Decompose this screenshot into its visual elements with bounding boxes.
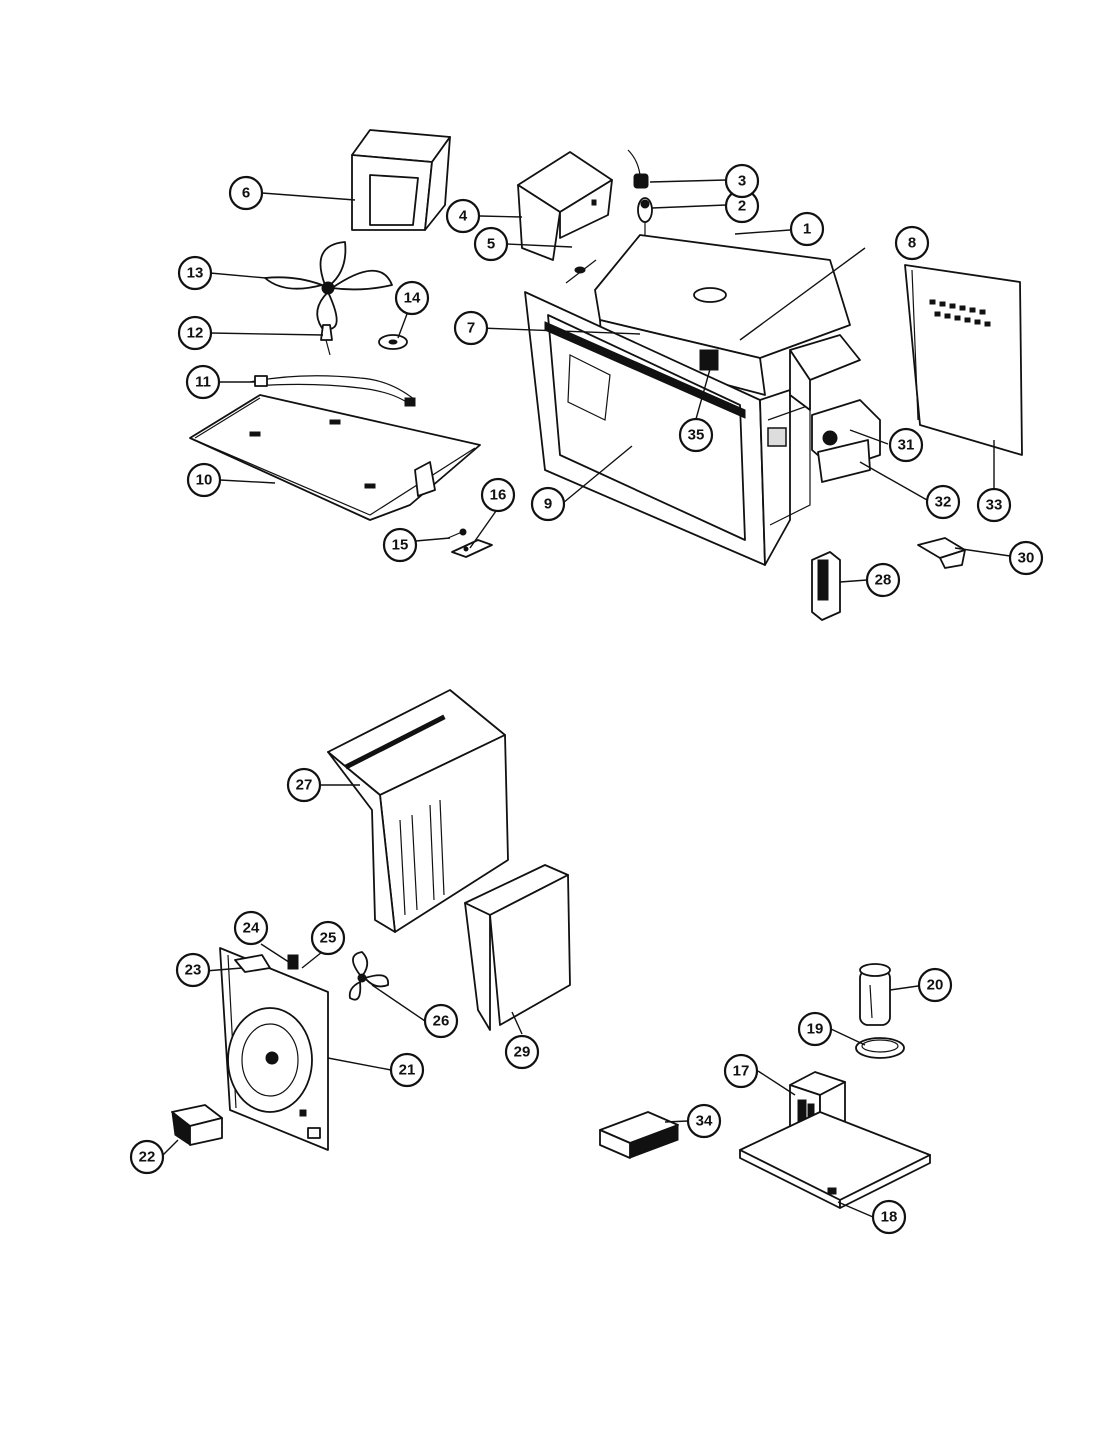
svg-text:3: 3: [738, 173, 746, 190]
part-33-side-panel: [904, 264, 1023, 456]
callout-35: 35: [678, 417, 714, 453]
part-27-back-panel: [327, 689, 509, 933]
callout-17: 17: [723, 1053, 759, 1089]
svg-text:11: 11: [195, 374, 211, 391]
callout-33: 33: [976, 487, 1012, 523]
svg-text:10: 10: [196, 472, 213, 489]
svg-text:4: 4: [459, 208, 468, 225]
main-cavity-assembly: [524, 234, 881, 566]
callout-32: 32: [925, 484, 961, 520]
svg-text:24: 24: [243, 920, 260, 937]
callout-26: 26: [423, 1003, 459, 1039]
svg-text:12: 12: [187, 325, 204, 342]
svg-text:17: 17: [733, 1063, 750, 1080]
callout-6: 6: [228, 175, 264, 211]
callout-1: 1: [789, 211, 825, 247]
callout-25: 25: [310, 920, 346, 956]
callout-19: 19: [797, 1011, 833, 1047]
svg-text:1: 1: [803, 221, 811, 238]
svg-text:2: 2: [738, 198, 746, 215]
svg-text:9: 9: [544, 496, 552, 513]
callout-5: 5: [473, 226, 509, 262]
svg-text:34: 34: [696, 1113, 713, 1130]
svg-text:26: 26: [433, 1013, 450, 1030]
leader-lines: [162, 179, 1011, 1218]
part-18-base: [739, 1111, 931, 1209]
callout-18: 18: [871, 1199, 907, 1235]
callout-23: 23: [175, 952, 211, 988]
callout-30: 30: [1008, 540, 1044, 576]
svg-text:20: 20: [927, 977, 944, 994]
part-5-clip: [565, 259, 597, 284]
svg-text:33: 33: [986, 497, 1003, 514]
part-drawings: [171, 129, 1023, 1209]
svg-text:35: 35: [688, 427, 705, 444]
svg-text:31: 31: [898, 437, 915, 454]
svg-text:29: 29: [514, 1044, 531, 1061]
callout-14: 14: [394, 280, 430, 316]
part-11-harness: [249, 375, 416, 407]
callout-16: 16: [480, 477, 516, 513]
part-34-module: [599, 1111, 679, 1159]
part-29-duct: [464, 864, 571, 1031]
callout-28: 28: [865, 562, 901, 598]
svg-text:32: 32: [935, 494, 952, 511]
callout-11: 11: [185, 364, 221, 400]
svg-text:27: 27: [296, 777, 313, 794]
part-16-bracket: [451, 539, 493, 558]
part-28-switch: [811, 551, 841, 621]
callout-29: 29: [504, 1034, 540, 1070]
svg-text:14: 14: [404, 290, 421, 307]
svg-text:5: 5: [487, 236, 495, 253]
callout-31: 31: [888, 427, 924, 463]
svg-text:15: 15: [392, 537, 409, 554]
part-22-block: [171, 1104, 223, 1146]
callout-4: 4: [445, 198, 481, 234]
svg-text:6: 6: [242, 185, 250, 202]
callout-3: 3: [724, 163, 760, 199]
svg-text:13: 13: [187, 265, 204, 282]
callout-8: 8: [894, 225, 930, 261]
callout-34: 34: [686, 1103, 722, 1139]
part-13-fan: [264, 241, 393, 330]
part-15-clip: [447, 528, 467, 539]
callout-15: 15: [382, 527, 418, 563]
part-26-fan: [348, 951, 389, 1001]
part-12-screw: [320, 324, 333, 356]
callouts: 1 2 3 4 5 6 7 8 9 10 11 12 13 14 15 16 1…: [129, 163, 1044, 1235]
callout-22: 22: [129, 1139, 165, 1175]
svg-text:16: 16: [490, 487, 507, 504]
part-30-plate: [917, 537, 966, 569]
callout-7: 7: [453, 310, 489, 346]
part-19-strap: [855, 1037, 905, 1059]
svg-text:8: 8: [908, 235, 916, 252]
callout-9: 9: [530, 486, 566, 522]
callout-21: 21: [389, 1052, 425, 1088]
part-2-socket: [637, 197, 653, 240]
svg-text:19: 19: [807, 1021, 824, 1038]
svg-text:21: 21: [399, 1062, 416, 1079]
svg-text:25: 25: [320, 930, 337, 947]
callout-20: 20: [917, 967, 953, 1003]
part-10-tray: [189, 394, 481, 521]
part-3-lamp: [627, 149, 649, 189]
part-21-fan-housing: [219, 947, 329, 1151]
svg-text:28: 28: [875, 572, 892, 589]
callout-10: 10: [186, 462, 222, 498]
part-6-duct: [351, 129, 451, 231]
part-14-cap: [378, 334, 408, 350]
svg-text:22: 22: [139, 1149, 156, 1166]
svg-text:30: 30: [1018, 550, 1035, 567]
callout-24: 24: [233, 910, 269, 946]
callout-27: 27: [286, 767, 322, 803]
callout-12: 12: [177, 315, 213, 351]
part-4-cover: [517, 151, 613, 261]
part-20-capacitor: [859, 963, 891, 1026]
svg-text:18: 18: [881, 1209, 898, 1226]
callout-13: 13: [177, 255, 213, 291]
svg-text:7: 7: [467, 320, 475, 337]
svg-text:23: 23: [185, 962, 202, 979]
